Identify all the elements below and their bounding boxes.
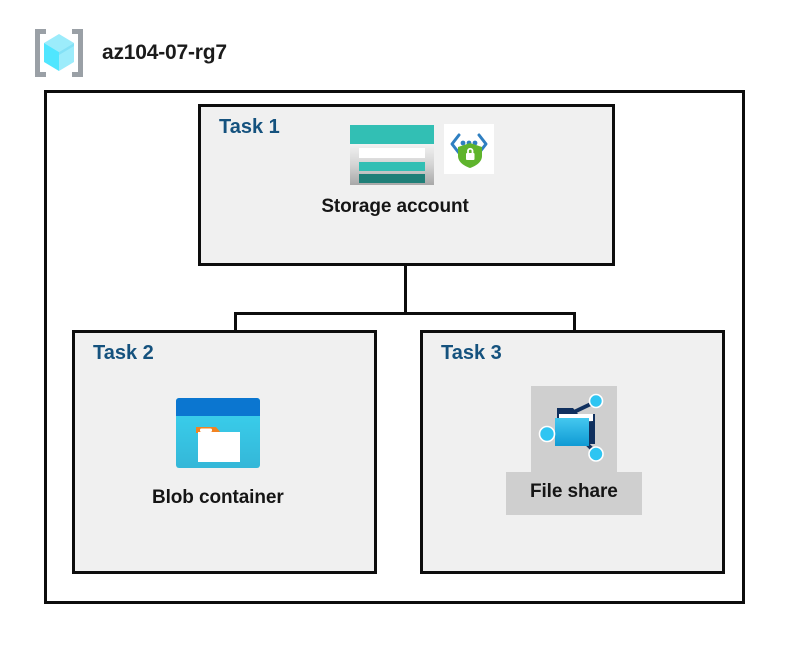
file-share-icon xyxy=(537,390,611,466)
resource-group-header: az104-07-rg7 xyxy=(30,26,227,80)
storage-account-caption: Storage account xyxy=(321,196,469,217)
storage-account-icon xyxy=(348,124,436,186)
node-blob-container[interactable]: Blob container xyxy=(152,397,284,509)
task-3-label: Task 3 xyxy=(441,342,502,364)
blob-container-icon xyxy=(175,397,261,469)
file-share-caption: File share xyxy=(506,472,642,515)
blob-container-caption: Blob container xyxy=(152,487,284,508)
node-file-share[interactable]: File share xyxy=(506,386,642,515)
resource-group-cube-icon xyxy=(30,26,88,80)
connector-storage-to-bus xyxy=(404,225,407,315)
task-1-label: Task 1 xyxy=(219,116,280,138)
resource-group-name: az104-07-rg7 xyxy=(102,41,227,64)
storage-account-icon-row xyxy=(348,124,494,186)
node-storage-account[interactable]: Storage account xyxy=(296,124,494,218)
task-2-label: Task 2 xyxy=(93,342,154,364)
task-2-box[interactable]: Task 2 xyxy=(72,330,377,574)
file-share-icon-highlight xyxy=(530,386,617,472)
connector-horizontal-bus xyxy=(234,312,576,315)
private-endpoint-shield-icon xyxy=(444,124,494,174)
